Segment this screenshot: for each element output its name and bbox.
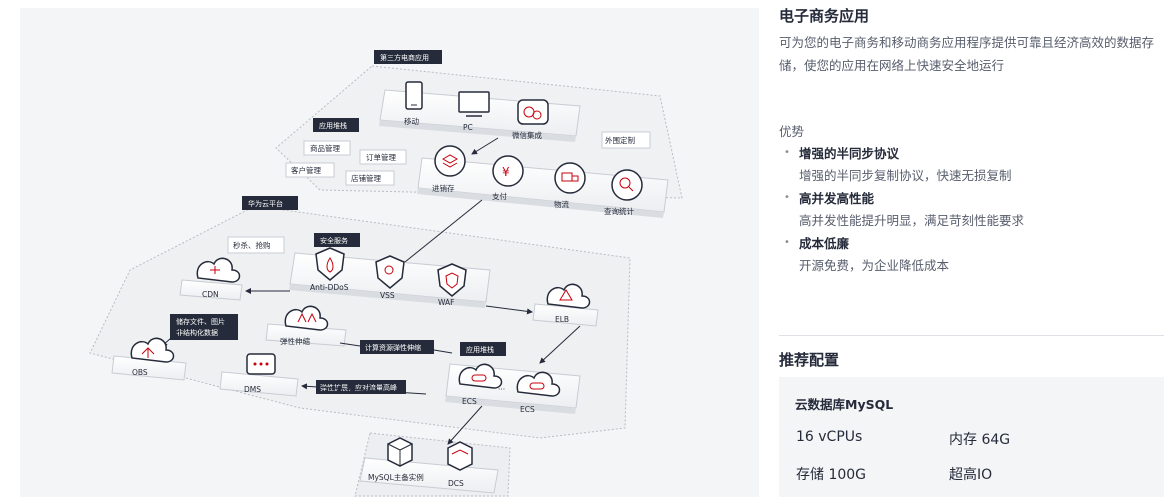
architecture-diagram: 移动 PC 微信集成 第三方电商应用 外围定制 应用堆栈 商品管理 订单管理 客… (20, 8, 759, 497)
svg-text:店铺管理: 店铺管理 (351, 173, 381, 183)
svg-text:秒杀、抢购: 秒杀、抢购 (233, 240, 271, 250)
elastic-scaling-label: 弹性伸缩 (280, 336, 310, 346)
elastic-scaling-node (265, 305, 347, 347)
advantage-desc: 开源免费，为企业降低成本 (799, 258, 950, 273)
bullet: • (784, 237, 790, 248)
spec-memory: 内存 64G (949, 432, 1011, 448)
ecs-right-icon (516, 371, 561, 397)
flash-sale-box: 秒杀、抢购 (227, 236, 285, 254)
query-stats-icon (611, 169, 643, 201)
waf-icon (437, 263, 467, 297)
expand-note-tag: 弹性扩展，应对流量高峰 (316, 380, 406, 394)
advantage-title: 成本低廉 (799, 236, 850, 251)
device-mobile-label: 移动 (404, 116, 419, 126)
service-query-stats-label: 查询统计 (604, 206, 634, 216)
svg-text:计算资源弹性伸缩: 计算资源弹性伸缩 (365, 343, 421, 352)
anti-ddos-icon (315, 247, 345, 281)
wechat-icon (517, 99, 549, 125)
svg-text:非结构化数据: 非结构化数据 (176, 328, 218, 337)
advantage-title: 增强的半同步协议 (799, 146, 900, 161)
svg-text:应用堆栈: 应用堆栈 (319, 121, 347, 130)
external-custom-box: 外围定制 (601, 131, 651, 149)
advantage-item: • 增强的半同步协议 增强的半同步复制协议，快速无损复制 (784, 143, 1159, 187)
module-product-mgmt: 商品管理 (303, 140, 351, 156)
spec-cpu: 16 vCPUs (796, 429, 863, 445)
recommended-config-title: 推荐配置 (779, 351, 840, 369)
elb-node (532, 283, 599, 327)
cdn-label: CDN (202, 290, 219, 299)
app-stack-tag: 应用堆栈 (313, 118, 359, 132)
advantage-item: • 高并发高性能 高并发性能提升明显，满足苛刻性能要求 (784, 188, 1159, 232)
pc-icon (458, 91, 490, 117)
spec-io: 超高IO (949, 467, 993, 483)
ecs-left-label: ECS (462, 397, 477, 406)
third-party-tag: 第三方电商应用 (374, 50, 442, 64)
scenario-title: 电子商务应用 (779, 7, 870, 25)
dcs-icon (447, 441, 473, 471)
bullet: • (784, 147, 790, 158)
svg-text:订单管理: 订单管理 (366, 152, 396, 162)
svg-text:客户管理: 客户管理 (291, 165, 321, 175)
service-logistics-label: 物流 (554, 199, 569, 209)
obs-label: OBS (132, 368, 148, 377)
svg-text:应用堆栈: 应用堆栈 (466, 345, 494, 354)
svg-text:弹性扩展，应对流量高峰: 弹性扩展，应对流量高峰 (320, 383, 397, 392)
svg-text:安全服务: 安全服务 (320, 236, 348, 245)
advantage-title: 高并发高性能 (799, 191, 875, 206)
module-customer-mgmt: 客户管理 (285, 162, 335, 178)
ecs-right-label: ECS (520, 405, 535, 414)
bullet: • (784, 192, 790, 203)
security-tag: 安全服务 (314, 233, 360, 247)
advantage-desc: 增强的半同步复制协议，快速无损复制 (799, 168, 1012, 183)
device-wechat-label: 微信集成 (512, 130, 542, 140)
mysql-label: MySQL主备实例 (368, 472, 424, 482)
ecs-dots: ··· (498, 385, 505, 394)
storage-note-tag: 储存文件、图片 非结构化数据 (170, 314, 238, 340)
ecs-left-icon (458, 363, 503, 389)
vss-icon (375, 255, 405, 289)
advantage-item: • 成本低廉 开源免费，为企业降低成本 (784, 233, 1159, 277)
security-vss-label: VSS (380, 291, 395, 300)
compute-note-tag: 计算资源弹性伸缩 (360, 340, 434, 354)
payment-icon: ¥ (492, 155, 524, 187)
elb-label: ELB (555, 315, 569, 324)
svg-text:华为云平台: 华为云平台 (248, 199, 283, 208)
module-store-mgmt: 店铺管理 (345, 170, 395, 186)
huawei-cloud-tag: 华为云平台 (242, 196, 298, 210)
module-order-mgmt: 订单管理 (359, 149, 407, 165)
info-panel: 电子商务应用 可为您的电子商务和移动商务应用程序提供可靠且经济高效的数据存储，使… (779, 0, 1164, 497)
advantage-desc: 高并发性能提升明显，满足苛刻性能要求 (799, 213, 1025, 228)
mobile-icon (405, 81, 423, 110)
svg-text:储存文件、图片: 储存文件、图片 (176, 317, 225, 326)
obs-node (111, 337, 187, 381)
logistics-icon (554, 162, 586, 194)
services-platform (417, 157, 669, 218)
dms-node (219, 353, 299, 397)
mysql-icon (387, 437, 413, 467)
dms-label: DMS (244, 385, 261, 394)
svg-text:外围定制: 外围定制 (605, 135, 635, 145)
spec-storage: 存储 100G (796, 467, 867, 483)
service-inventory-label: 进销存 (432, 183, 455, 193)
inventory-icon (434, 145, 466, 177)
cdn-node (179, 257, 243, 301)
service-payment-label: 支付 (492, 191, 507, 201)
svg-text:¥: ¥ (502, 165, 510, 179)
security-anti-ddos-label: Anti-DDoS (310, 283, 349, 292)
svg-text:商品管理: 商品管理 (310, 143, 340, 153)
advantages-list: • 增强的半同步协议 增强的半同步复制协议，快速无损复制 • 高并发高性能 高并… (784, 143, 1159, 278)
app-stack-tag-2: 应用堆栈 (460, 342, 506, 356)
config-product-name: 云数据库MySQL (795, 397, 894, 412)
security-waf-label: WAF (438, 298, 454, 307)
dcs-label: DCS (448, 479, 464, 488)
svg-text:第三方电商应用: 第三方电商应用 (380, 53, 429, 62)
config-card[interactable]: 云数据库MySQL 16 vCPUs 内存 64G 存储 100G 超高IO (779, 377, 1164, 497)
device-pc-label: PC (463, 123, 473, 132)
advantages-heading: 优势 (779, 124, 805, 139)
scenario-description: 可为您的电子商务和移动商务应用程序提供可靠且经济高效的数据存储，使您的应用在网络… (779, 35, 1155, 73)
section-divider (779, 335, 1164, 336)
